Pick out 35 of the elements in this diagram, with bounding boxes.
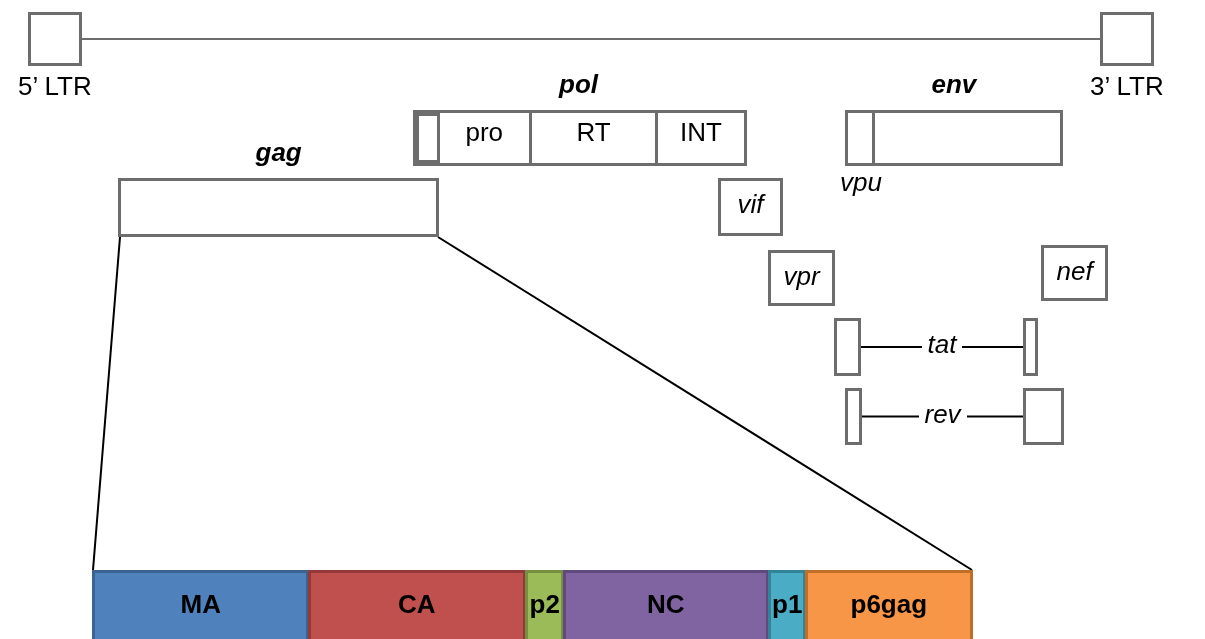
protein-segment xyxy=(768,570,806,639)
gene-name: pol xyxy=(559,71,598,97)
protein-segment xyxy=(563,570,769,639)
protein-name: CA xyxy=(398,591,436,617)
zoom-line xyxy=(437,236,973,571)
protein-segment xyxy=(92,570,309,639)
segment-name: RT xyxy=(576,119,611,145)
segment-name: INT xyxy=(680,119,722,145)
gene-name: env xyxy=(931,71,977,97)
segment-name: pro xyxy=(465,119,504,145)
gene-name: vpr xyxy=(783,263,820,289)
gene-name: vif xyxy=(737,191,764,217)
gene-box xyxy=(718,178,783,236)
exon-box xyxy=(834,318,861,376)
protein-segment xyxy=(525,570,564,639)
protein-segment xyxy=(805,570,973,639)
exon-box xyxy=(1023,388,1064,445)
gene-name: vpu xyxy=(840,169,882,195)
protein-name: MA xyxy=(180,591,221,617)
exon-box xyxy=(1023,318,1038,376)
gene-box xyxy=(1041,245,1108,301)
protein-name: p2 xyxy=(529,591,560,617)
protein-name: p6gag xyxy=(850,591,928,617)
exon-box xyxy=(845,388,862,445)
protein-segment xyxy=(308,570,526,639)
zoom-line xyxy=(92,236,121,571)
genome-line xyxy=(81,38,1101,40)
protein-name: NC xyxy=(647,591,685,617)
protein-name: p1 xyxy=(772,591,803,617)
gene-name: gag xyxy=(255,139,302,165)
gene-name: nef xyxy=(1056,258,1093,284)
gene-box xyxy=(768,250,835,306)
ltr-label: 3’ LTR xyxy=(1090,73,1164,99)
ltr-label: 5’ LTR xyxy=(18,73,92,99)
gene-segment xyxy=(416,113,440,163)
